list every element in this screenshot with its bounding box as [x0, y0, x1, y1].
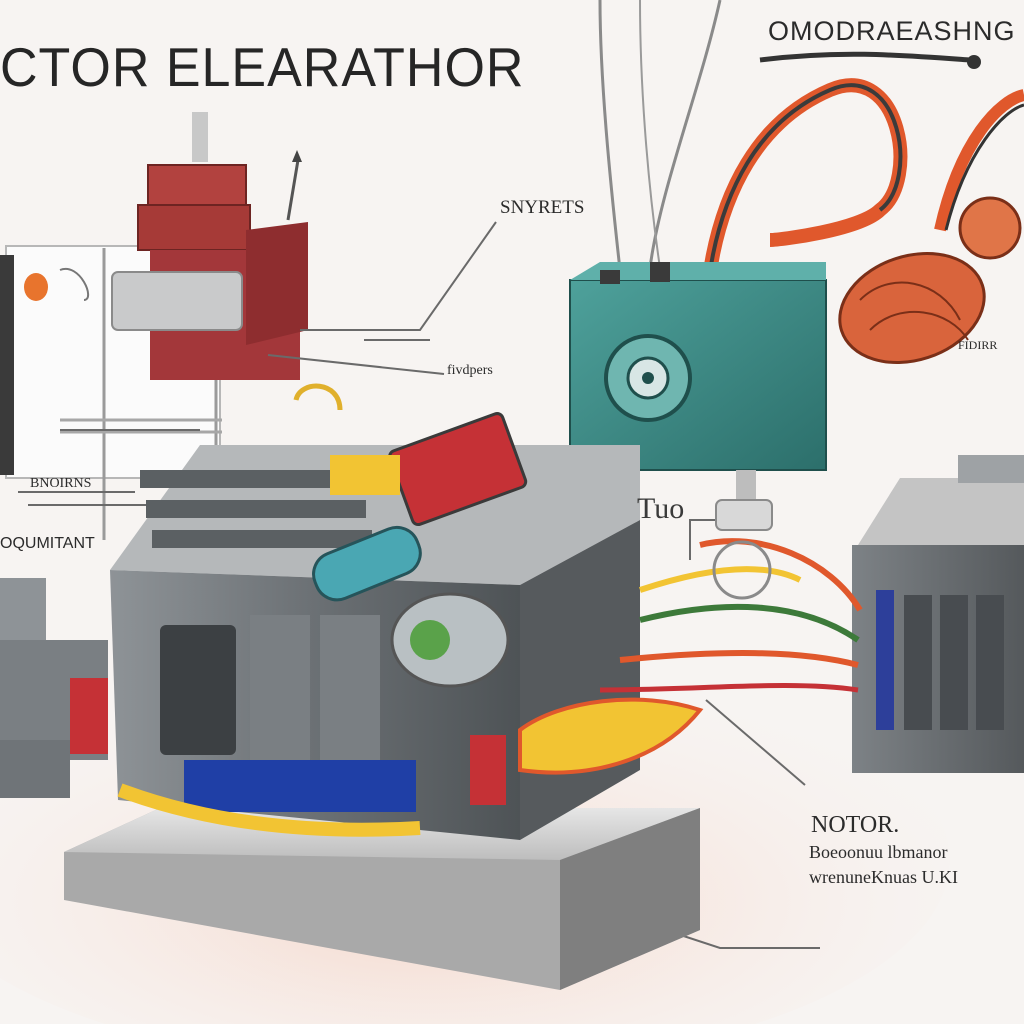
label-middle: fivdpers — [447, 363, 493, 378]
note-heading: NOTOR. — [811, 812, 900, 838]
motor-housing — [110, 445, 640, 840]
orange-coil — [838, 89, 1024, 364]
label-small-tag: Tuo — [637, 492, 685, 525]
label-left-1: BNOIRNS — [30, 476, 92, 491]
right-cabinet — [852, 455, 1024, 773]
relay-block — [111, 112, 308, 380]
label-right: FIDIRR — [958, 338, 998, 352]
teal-capacitor-box — [569, 0, 981, 531]
diagram-title: CTOR ELEARATHOR — [0, 37, 525, 99]
left-small-unit — [0, 578, 108, 798]
label-left-2: OQUMITANT — [0, 535, 95, 552]
note-line-2: wrenuneKnuas U.KI — [809, 867, 958, 887]
motor-internals — [293, 383, 863, 775]
note-line-1: Boeoonuu lbmanor — [809, 842, 948, 862]
label-top-right: OMODRAEASHNG — [768, 16, 1016, 46]
label-starter: SNYRETS — [500, 197, 585, 218]
